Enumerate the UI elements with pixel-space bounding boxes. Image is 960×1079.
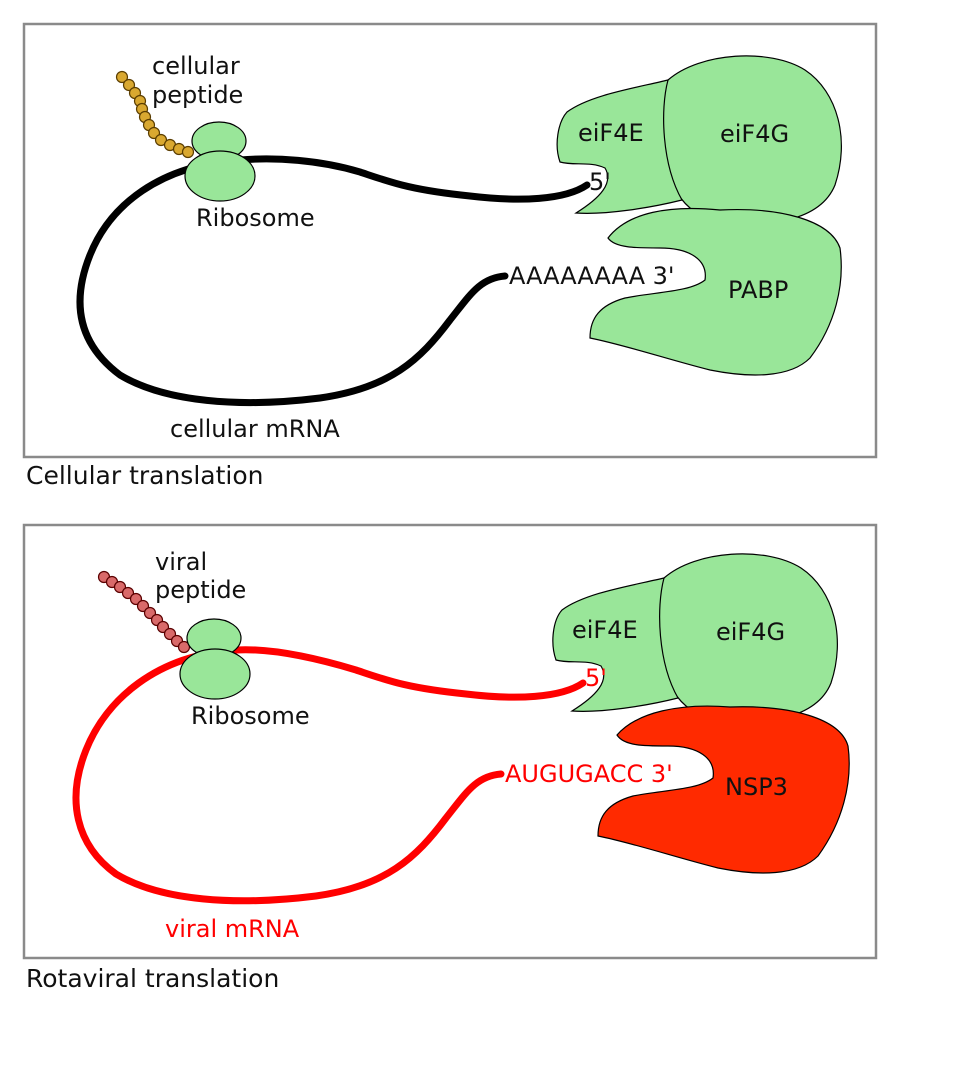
cellular-eif4e-protein	[556, 79, 683, 214]
cellular-panel: cellular peptide Ribosome eiF4E eiF4G 5'…	[22, 22, 878, 459]
rotaviral-eif4e-label: eiF4E	[572, 616, 638, 644]
rotaviral-panel-frame	[22, 523, 878, 960]
rotaviral-3prime-label: AUGUGACC 3'	[505, 760, 673, 788]
rotaviral-nsp3-label: NSP3	[725, 773, 788, 801]
rotaviral-ribosome-label: Ribosome	[191, 702, 310, 730]
rotaviral-peptide-label-line1: viral	[155, 548, 207, 576]
rotaviral-eif4e-protein	[552, 577, 679, 712]
cellular-pabp-label: PABP	[728, 276, 788, 304]
rotaviral-panel-caption: Rotaviral translation	[26, 964, 279, 993]
cellular-ribosome-label: Ribosome	[196, 204, 315, 232]
cellular-mrna-label: cellular mRNA	[170, 415, 340, 443]
cellular-pabp-protein	[589, 207, 842, 376]
rotaviral-mrna-strand	[72, 646, 587, 905]
cellular-panel-caption: Cellular translation	[26, 461, 264, 490]
rotaviral-5prime-label: 5'	[585, 664, 607, 692]
cellular-peptide-chain	[115, 70, 195, 159]
cellular-eif4e-label: eiF4E	[578, 119, 644, 147]
cellular-peptide-label-line1: cellular	[152, 52, 240, 80]
rotaviral-nsp3-protein	[597, 705, 850, 874]
cellular-peptide-label-line2: peptide	[152, 81, 243, 109]
rotaviral-panel: viral peptide Ribosome eiF4E eiF4G 5' AU…	[22, 523, 878, 960]
cellular-5prime-label: 5'	[589, 168, 611, 196]
rotaviral-peptide-chain	[97, 570, 191, 654]
rotaviral-mrna-label: viral mRNA	[165, 915, 300, 943]
cellular-eif4g-label: eiF4G	[720, 120, 789, 148]
rotaviral-eif4g-label: eiF4G	[716, 618, 785, 646]
rotaviral-peptide-label-line2: peptide	[155, 576, 246, 604]
cellular-panel-frame	[22, 22, 878, 459]
cellular-3prime-label: AAAAAAAA 3'	[509, 262, 675, 290]
cellular-ribosome-large-subunit	[184, 150, 256, 202]
rotaviral-ribosome-large-subunit	[179, 648, 251, 700]
cellular-mrna-strand	[76, 155, 591, 406]
